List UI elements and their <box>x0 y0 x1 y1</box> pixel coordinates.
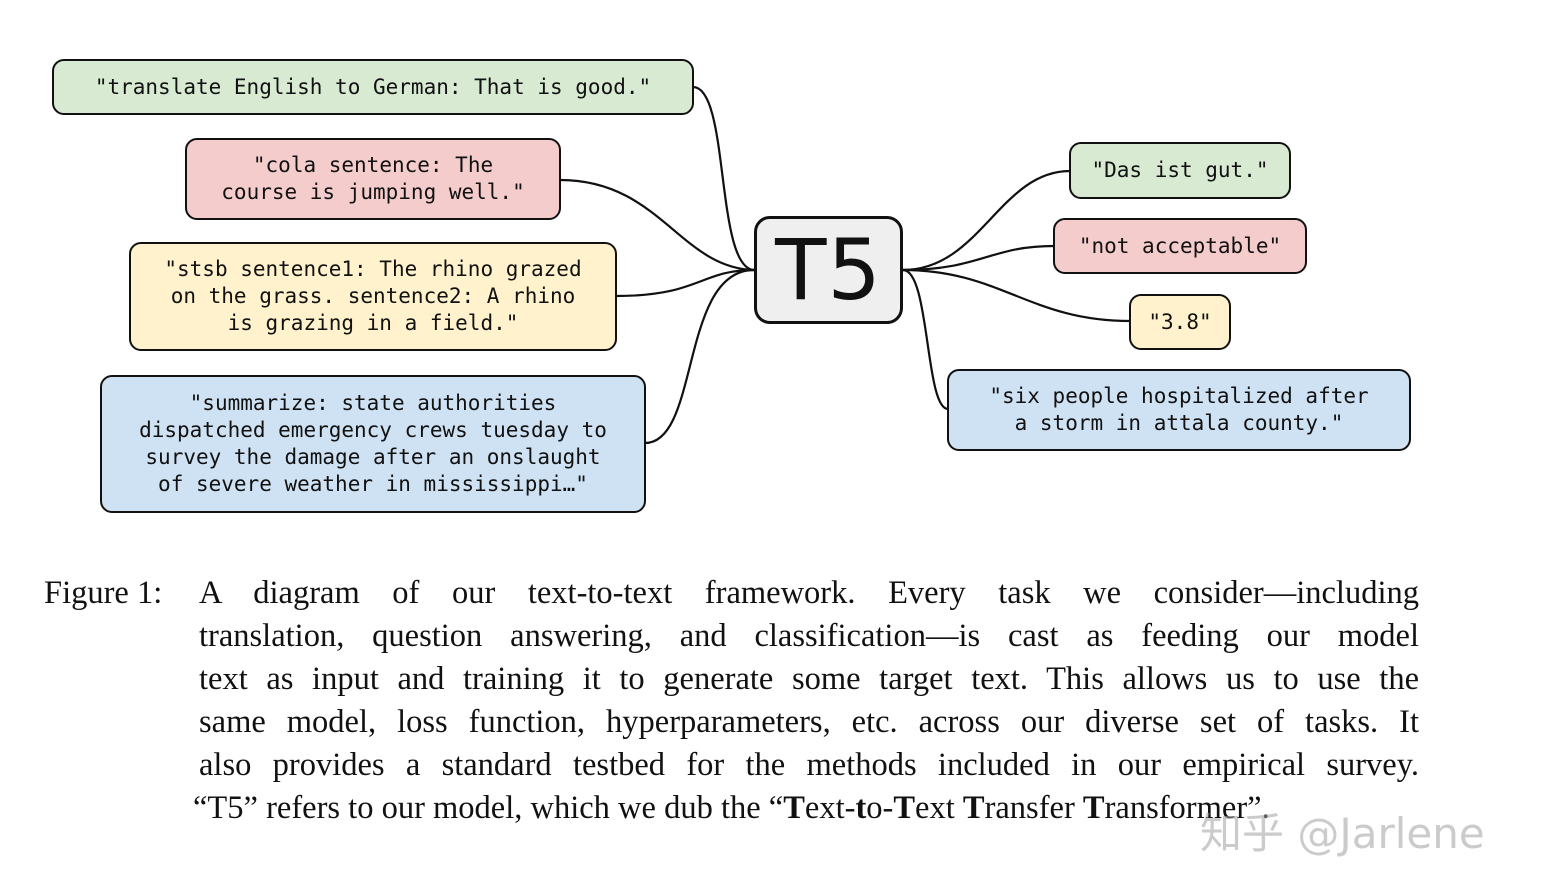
caption-bold-t2: t <box>855 790 867 826</box>
caption-label: Figure 1: <box>44 575 163 611</box>
caption-bold-t4: T <box>962 790 985 826</box>
caption-rest-t1: ext- <box>804 790 856 826</box>
caption-line-5: also provides a standard testbed for the… <box>199 747 1419 783</box>
watermark: 知乎 @Jarlene <box>1200 809 1485 858</box>
caption-line-6: “T5” refers to our model, which we dub t… <box>193 787 1419 830</box>
caption-last-prefix: “T5” refers to our model, which we dub t… <box>193 790 784 826</box>
input-box-translate: "translate English to German: That is go… <box>52 59 694 115</box>
t5-model-box: T5 <box>754 216 903 324</box>
connector-output-not-acceptable <box>902 244 1055 272</box>
caption-line-4: same model, loss function, hyperparamete… <box>199 704 1419 740</box>
connector-input-cola <box>559 178 755 272</box>
connector-input-stsb <box>615 268 755 298</box>
caption-bold-t1: T <box>783 790 805 826</box>
caption-bold-t3: T <box>893 790 916 826</box>
output-box-das-ist-gut: "Das ist gut." <box>1069 142 1291 199</box>
caption-rest-t2: o- <box>866 790 894 826</box>
output-box-not-acceptable: "not acceptable" <box>1053 218 1307 274</box>
caption-bold-t5: T <box>1082 790 1105 826</box>
connector-input-summarize <box>644 268 755 445</box>
caption-line-2: translation, question answering, and cla… <box>199 618 1419 654</box>
connector-output-das <box>902 169 1071 272</box>
input-box-stsb: "stsb sentence1: The rhino grazed on the… <box>129 242 617 351</box>
output-box-six-people: "six people hospitalized after a storm i… <box>947 369 1411 451</box>
caption-line-1: A diagram of our text-to-text framework.… <box>199 575 1419 611</box>
output-box-3-8: "3.8" <box>1129 294 1231 350</box>
connector-output-six-people <box>902 268 949 411</box>
connector-input-translate <box>692 85 755 272</box>
caption-rest-t5: ransformer”. <box>1104 790 1270 826</box>
caption-rest-t4: ransfer <box>984 790 1083 826</box>
input-box-summarize: "summarize: state authorities dispatched… <box>100 375 646 513</box>
input-box-cola: "cola sentence: The course is jumping we… <box>185 138 561 220</box>
caption-line-3: text as input and training it to generat… <box>199 661 1419 697</box>
connector-output-3-8 <box>902 268 1131 323</box>
caption-body: A diagram of our text-to-text framework.… <box>193 572 1419 830</box>
caption-rest-t3: ext <box>915 790 963 826</box>
